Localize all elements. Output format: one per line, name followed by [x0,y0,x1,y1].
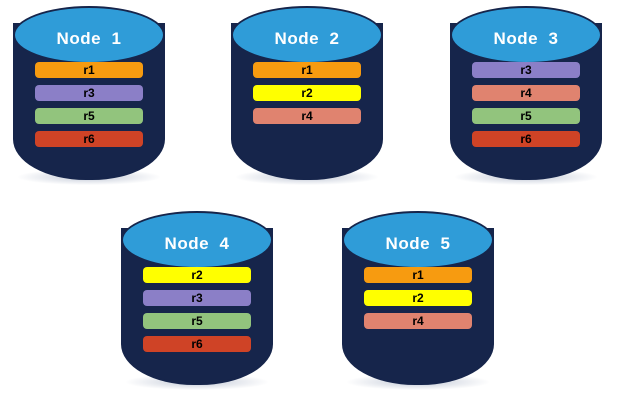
node-label: Node 3 [493,29,559,48]
database-node-3[interactable]: Node 3 r3 r4 r5 r6 [450,6,602,186]
record-bar[interactable]: r4 [253,108,361,124]
record-bar[interactable]: r5 [143,313,251,329]
node-label: Node 2 [274,29,340,48]
record-bar[interactable]: r5 [35,108,143,124]
record-bar[interactable]: r4 [364,313,472,329]
record-bar[interactable]: r3 [35,85,143,101]
record-bar[interactable]: r3 [143,290,251,306]
database-node-5[interactable]: Node 5 r1 r2 r4 [342,211,494,391]
record-list: r1 r2 r4 [342,267,494,329]
record-list: r1 r2 r4 [231,62,383,124]
node-label: Node 4 [164,234,230,253]
record-list: r2 r3 r5 r6 [121,267,273,352]
record-bar[interactable]: r2 [143,267,251,283]
database-node-4[interactable]: Node 4 r2 r3 r5 r6 [121,211,273,391]
node-label: Node 1 [56,29,122,48]
record-bar[interactable]: r1 [35,62,143,78]
record-bar[interactable]: r1 [253,62,361,78]
node-label: Node 5 [385,234,451,253]
record-bar[interactable]: r1 [364,267,472,283]
database-node-1[interactable]: Node 1 r1 r3 r5 r6 [13,6,165,186]
record-bar[interactable]: r2 [364,290,472,306]
record-bar[interactable]: r6 [35,131,143,147]
cylinder-top-ellipse [342,211,494,269]
record-bar[interactable]: r4 [472,85,580,101]
record-bar[interactable]: r5 [472,108,580,124]
record-list: r3 r4 r5 r6 [450,62,602,147]
record-bar[interactable]: r6 [472,131,580,147]
record-list: r1 r3 r5 r6 [13,62,165,147]
database-node-2[interactable]: Node 2 r1 r2 r4 [231,6,383,186]
record-bar[interactable]: r2 [253,85,361,101]
record-bar[interactable]: r3 [472,62,580,78]
record-bar[interactable]: r6 [143,336,251,352]
